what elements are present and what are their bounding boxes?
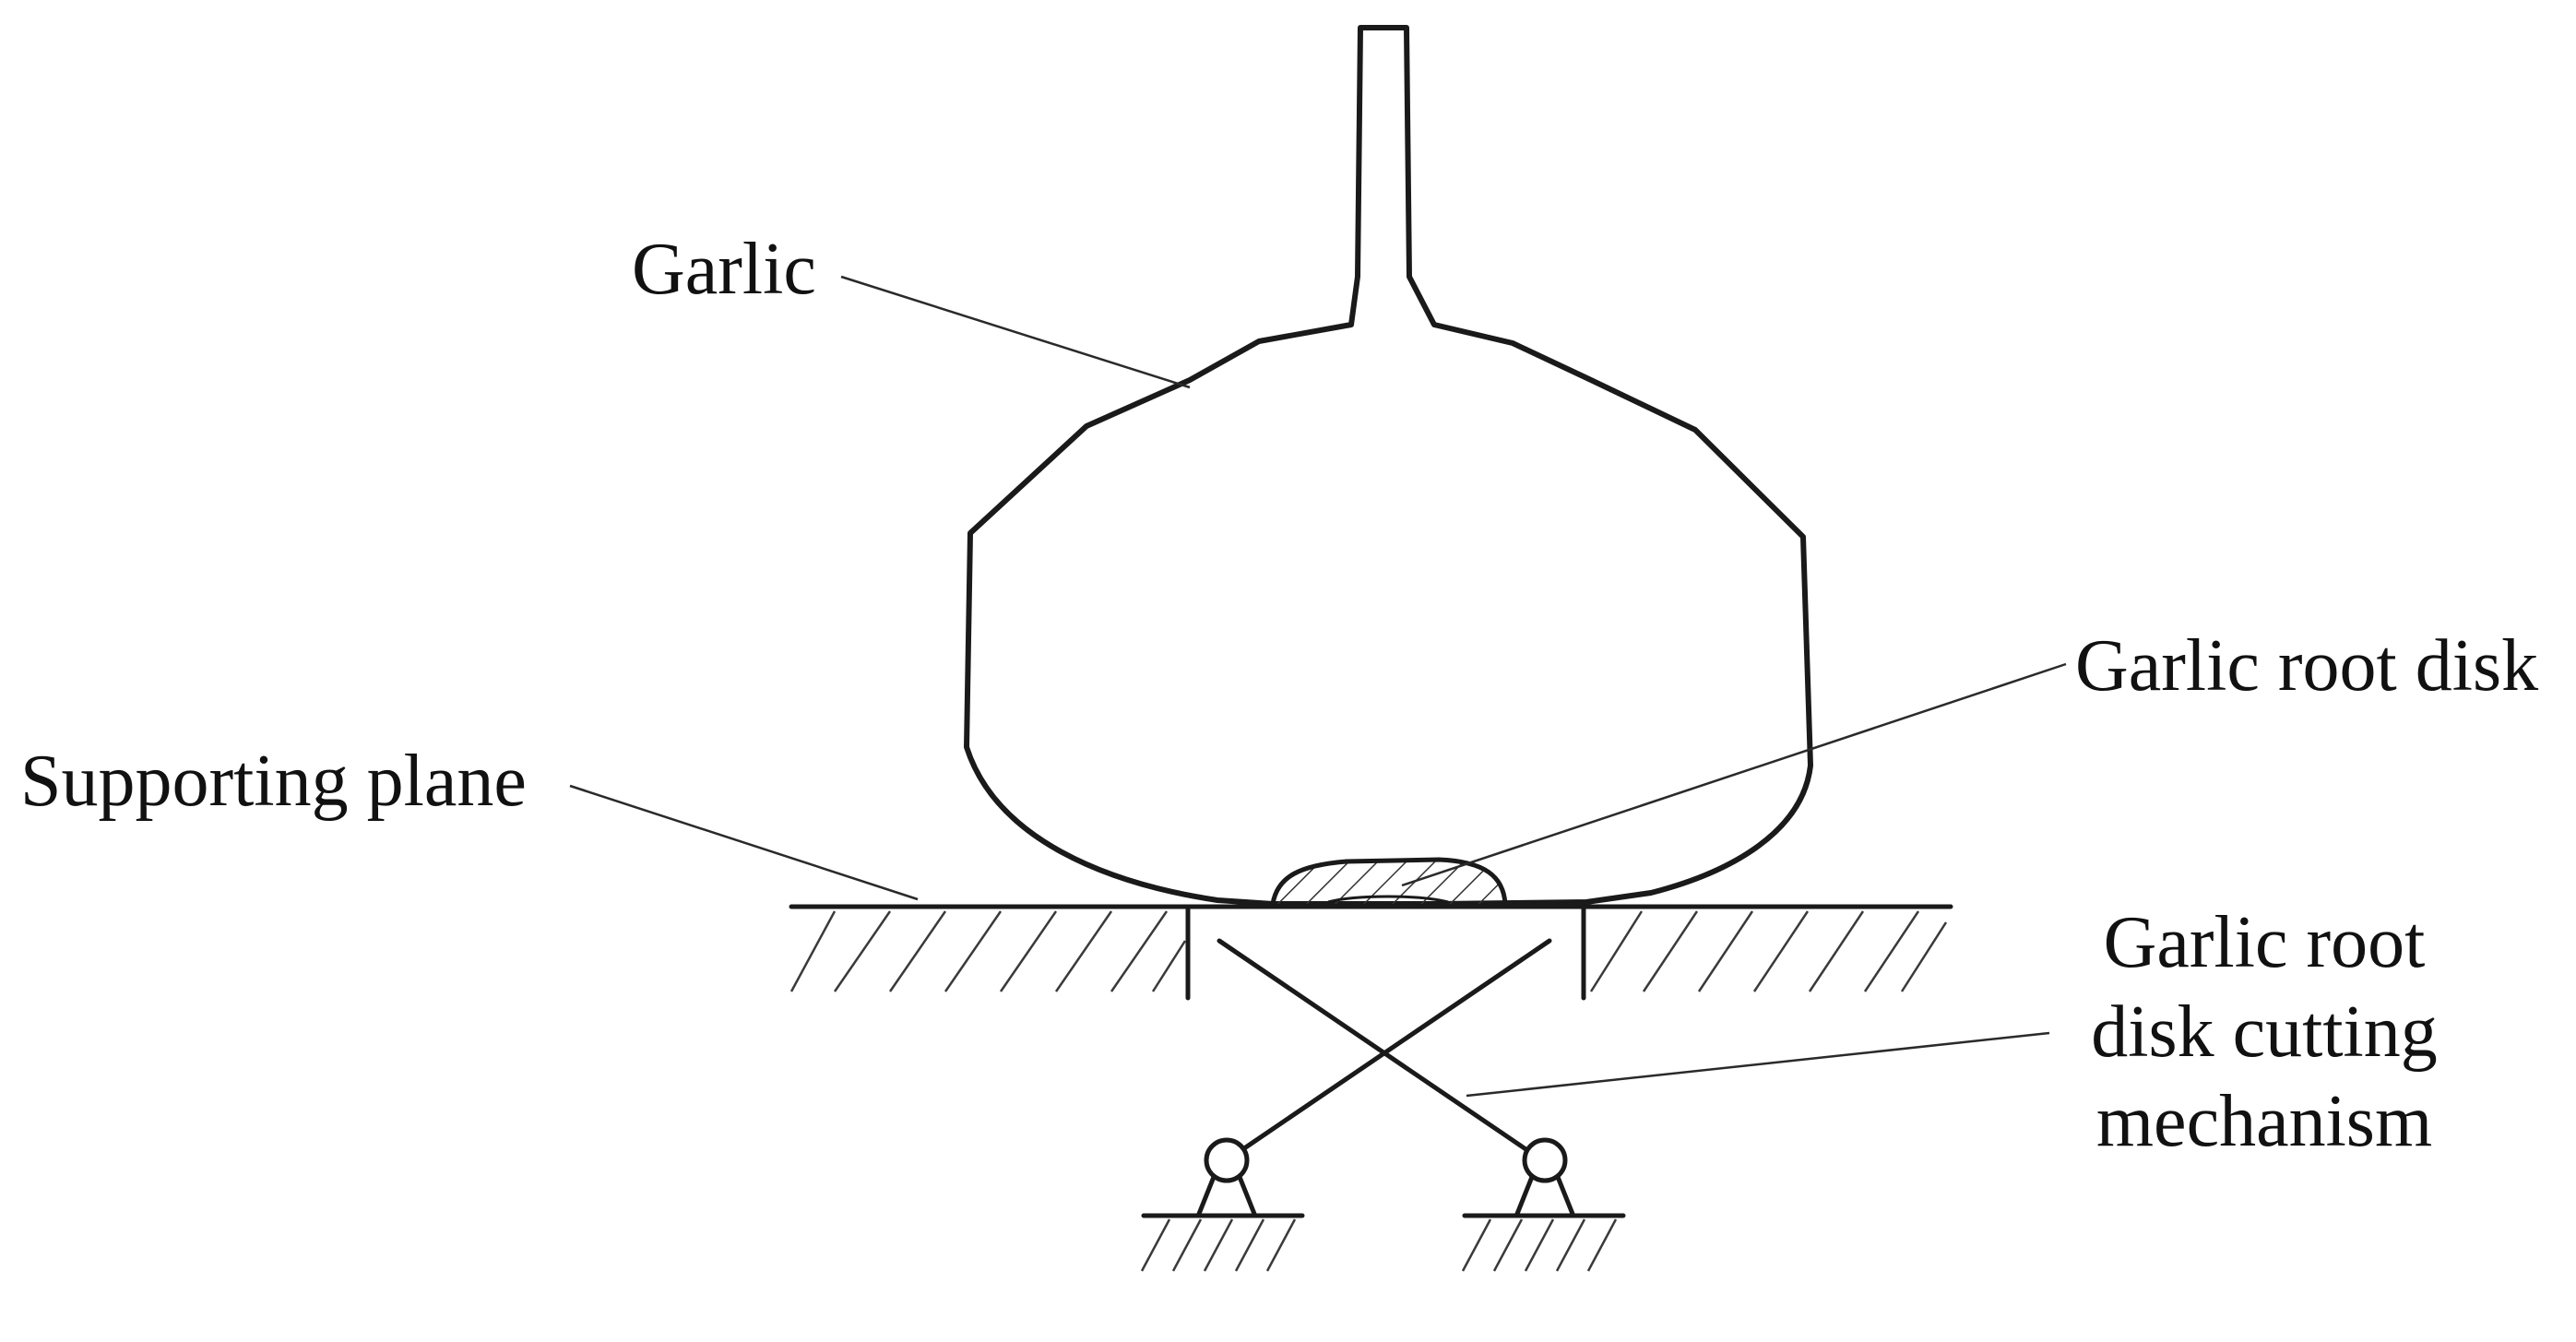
- leader-cutting-mechanism: [1466, 1031, 2050, 1098]
- pivot-right: [1461, 1137, 1626, 1272]
- leader-supporting-plane: [569, 784, 919, 901]
- label-root-disk: Garlic root disk: [2075, 625, 2538, 707]
- label-cutting-mechanism-line2: disk cutting: [2091, 992, 2438, 1073]
- garlic-bulb: [964, 25, 1813, 907]
- label-cutting-mechanism-line3: mechanism: [2096, 1081, 2432, 1162]
- leader-root-disk: [1401, 662, 2067, 887]
- label-garlic: Garlic: [632, 229, 816, 310]
- supporting-plane-hatch-left: [789, 910, 1187, 992]
- cutting-arm-right: [1217, 938, 1545, 1163]
- leader-garlic: [840, 275, 1191, 389]
- pivot-left: [1140, 1137, 1305, 1272]
- label-supporting-plane: Supporting plane: [20, 741, 527, 822]
- leader-lines: [569, 275, 2067, 1098]
- garlic-root-disk: [1270, 857, 1508, 907]
- supporting-plane-hatch-right: [1589, 910, 1948, 992]
- cutting-arm-left: [1224, 938, 1552, 1163]
- supporting-plane: [789, 904, 1953, 1001]
- label-cutting-mechanism-line1: Garlic root: [2104, 902, 2426, 983]
- cutting-mechanism: [1140, 938, 1626, 1272]
- garlic-outline: [964, 25, 1813, 907]
